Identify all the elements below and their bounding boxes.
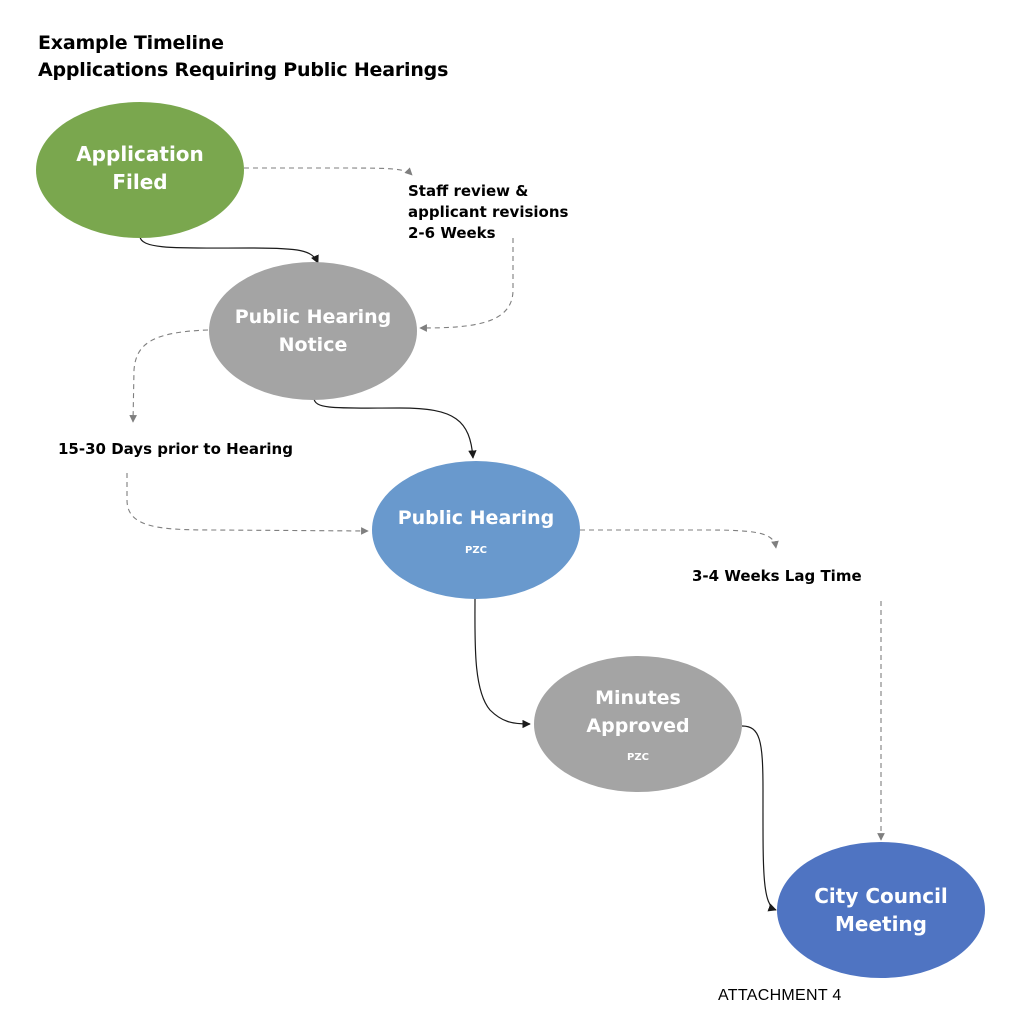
dashed-connector-hearing-to-lag-time [580, 529, 779, 549]
dashed-connector-filed-to-staff-review [244, 167, 413, 176]
note-staff-review-line-3: 2-6 Weeks [408, 224, 496, 242]
title-line-2: Applications Requiring Public Hearings [38, 59, 449, 81]
node-minutes-approved-label-line-2: Approved [586, 715, 689, 737]
node-public-hearing-notice-label-line-1: Public Hearing [235, 306, 392, 328]
note-staff-review: Staff review & applicant revisions 2-6 W… [408, 181, 568, 244]
node-application-filed-label-line-2: Filed [112, 170, 167, 194]
node-city-council-meeting-label-line-2: Meeting [835, 912, 927, 936]
node-minutes-approved-label-line-1: Minutes [595, 687, 681, 709]
node-public-hearing-notice: Public Hearing Notice [209, 262, 417, 400]
node-public-hearing-label: Public Hearing [398, 507, 555, 529]
note-days-prior-to-hearing: 15-30 Days prior to Hearing [58, 440, 293, 458]
node-city-council-meeting: City Council Meeting [777, 842, 985, 978]
connector-notice-to-hearing [313, 397, 477, 459]
note-staff-review-line-1: Staff review & [408, 182, 529, 200]
node-public-hearing-shape [372, 461, 580, 599]
node-application-filed-label-line-1: Application [76, 142, 204, 166]
node-city-council-meeting-label-line-1: City Council [814, 884, 948, 908]
title-line-1: Example Timeline [38, 32, 224, 54]
node-public-hearing-notice-shape [209, 262, 417, 400]
note-staff-review-line-2: applicant revisions [408, 203, 569, 221]
dashed-connector-days-prior-to-hearing [126, 473, 369, 535]
node-minutes-approved-shape [534, 656, 742, 792]
node-minutes-approved: Minutes Approved PZC [534, 656, 742, 792]
connector-filed-to-notice [139, 235, 319, 264]
dashed-connector-notice-to-days-prior [129, 329, 209, 423]
node-public-hearing: Public Hearing PZC [372, 461, 580, 599]
diagram-title: Example Timeline Applications Requiring … [38, 30, 448, 84]
node-application-filed-shape [36, 102, 244, 238]
connector-hearing-to-minutes [474, 597, 531, 729]
node-application-filed: Application Filed [36, 102, 244, 238]
node-public-hearing-sub: PZC [465, 545, 487, 556]
node-city-council-meeting-shape [777, 842, 985, 978]
note-lag-time: 3-4 Weeks Lag Time [692, 567, 862, 585]
node-public-hearing-notice-label-line-2: Notice [279, 334, 348, 356]
dashed-connector-staff-review-to-notice [419, 238, 514, 332]
connector-minutes-to-council [741, 725, 777, 912]
node-minutes-approved-sub: PZC [627, 752, 649, 763]
attachment-label: ATTACHMENT 4 [718, 987, 842, 1004]
